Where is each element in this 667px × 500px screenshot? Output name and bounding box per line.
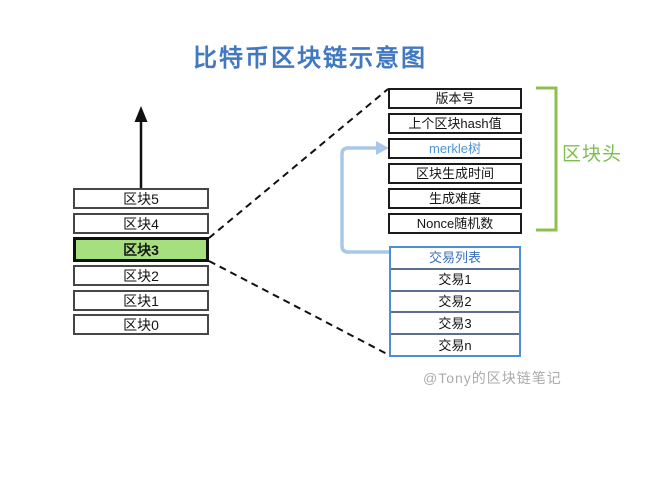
block-header-bracket	[536, 86, 558, 232]
chain-block-5: 区块5	[73, 188, 209, 209]
chain-block-4: 区块4	[73, 213, 209, 234]
header-field-nonce: Nonce随机数	[388, 213, 522, 234]
header-field-difficulty: 生成难度	[388, 188, 522, 209]
header-field-prev-hash: 上个区块hash值	[388, 113, 522, 134]
dashed-connector-top	[208, 88, 389, 239]
transaction-row-n: 交易n	[391, 333, 519, 355]
transaction-list-header: 交易列表	[428, 250, 481, 266]
chain-block-0: 区块0	[73, 314, 209, 335]
page-title: 比特币区块链示意图	[193, 45, 427, 72]
transaction-row-2: 交易2	[391, 289, 519, 312]
merkle-pointer-arrow	[340, 141, 389, 254]
transaction-list-box: 交易列表 交易1 交易2 交易3 交易n	[389, 246, 521, 357]
watermark-text: @Tony的区块链笔记	[423, 370, 562, 386]
transaction-row-1: 交易1	[391, 267, 519, 290]
header-field-merkle-tree: merkle树	[388, 138, 522, 159]
block-header-label: 区块头	[562, 144, 623, 165]
header-field-version: 版本号	[388, 88, 522, 109]
chain-block-2: 区块2	[73, 265, 209, 286]
chain-block-1: 区块1	[73, 290, 209, 311]
transaction-row-3: 交易3	[391, 311, 519, 333]
dashed-connector-bottom	[208, 260, 390, 356]
header-field-timestamp: 区块生成时间	[388, 163, 522, 184]
chain-block-3-highlighted: 区块3	[73, 237, 209, 262]
arrow-up-icon	[134, 106, 148, 188]
